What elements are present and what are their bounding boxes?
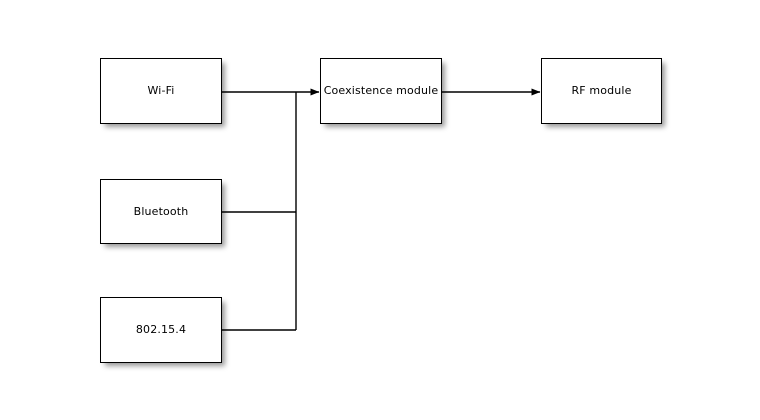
node-bluetooth-label: Bluetooth: [133, 204, 189, 218]
node-coexistence-module-label: Coexistence module: [323, 84, 439, 97]
node-802154[interactable]: 802.15.4: [100, 297, 222, 363]
node-rf-module-label: RF module: [571, 84, 632, 97]
node-802154-label: 802.15.4: [135, 323, 187, 336]
node-rf-module[interactable]: RF module: [541, 58, 662, 124]
node-wifi[interactable]: Wi-Fi: [100, 58, 222, 124]
node-bluetooth[interactable]: Bluetooth: [100, 179, 222, 244]
node-coexistence-module[interactable]: Coexistence module: [320, 58, 442, 124]
node-wifi-label: Wi-Fi: [147, 84, 175, 97]
